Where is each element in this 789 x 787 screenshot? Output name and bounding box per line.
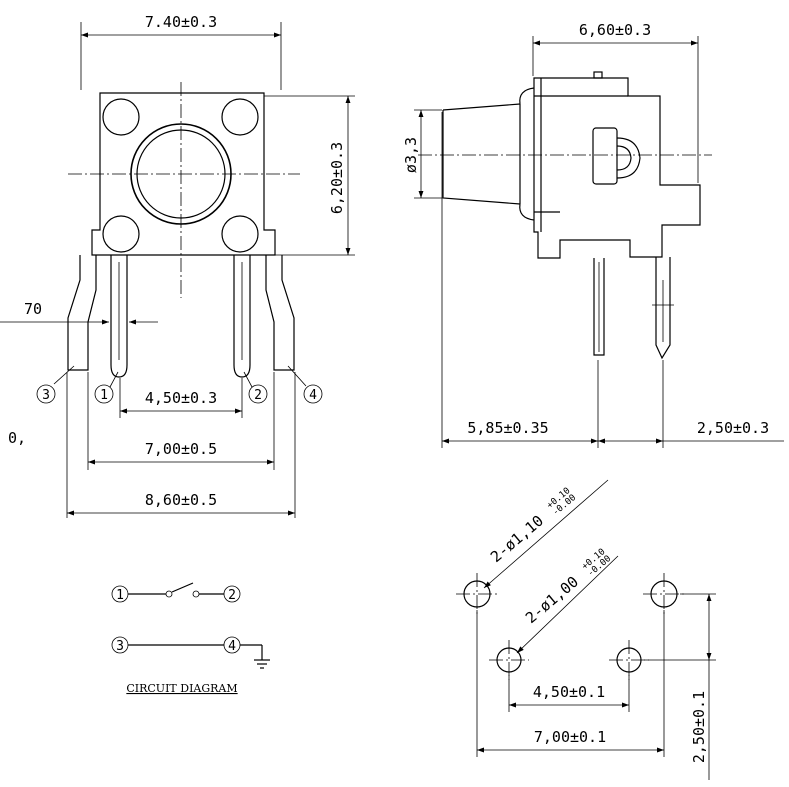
corner-hole-br bbox=[221, 215, 259, 253]
actuator-window bbox=[592, 127, 618, 185]
actuator-spring bbox=[616, 137, 641, 179]
corner-hole-tl bbox=[102, 98, 140, 136]
leader-pin-2 bbox=[243, 371, 253, 388]
corner-hole-tr bbox=[221, 98, 259, 136]
label-hole-small: 2-ø1,00 +0.10 -0.00 bbox=[522, 547, 613, 627]
pin-label-2: 2 bbox=[254, 388, 262, 403]
dim-overall-width: 8,60±0.5 bbox=[145, 491, 217, 509]
stray-label: 0, bbox=[8, 429, 26, 447]
pin-callout-2 bbox=[248, 384, 268, 404]
dim-stem-diameter: ø3,3 bbox=[402, 137, 420, 173]
circuit-caption: CIRCUIT DIAGRAM bbox=[126, 682, 237, 695]
top-bump bbox=[519, 87, 535, 105]
pin-callout-1 bbox=[94, 384, 114, 404]
lead-pin-1 bbox=[110, 255, 128, 378]
pin-label-1: 1 bbox=[100, 388, 108, 403]
pin-callout-3 bbox=[36, 384, 56, 404]
side-lead-left bbox=[593, 258, 605, 356]
circuit-label-4: 4 bbox=[228, 639, 236, 654]
leader-pin-4 bbox=[287, 365, 307, 387]
dim-outer-pitch: 7,00±0.5 bbox=[145, 440, 217, 458]
plunger-stem bbox=[442, 103, 521, 205]
dim-right-offset: 2,50±0.3 bbox=[697, 419, 769, 437]
side-lead-right bbox=[655, 257, 671, 360]
circuit-label-1: 1 bbox=[116, 588, 124, 603]
circuit-node-2 bbox=[223, 585, 241, 603]
pcb-footprint: 2-ø1,10 +0.10 -0.00 2-ø1,00 +0.10 -0.00 … bbox=[456, 479, 716, 780]
footprint-crosshairs bbox=[456, 573, 685, 680]
lead-pin-4 bbox=[265, 255, 295, 371]
dim-depth: 6,60±0.3 bbox=[579, 21, 651, 39]
circuit-label-2: 2 bbox=[228, 588, 236, 603]
leader-hole-small bbox=[516, 555, 619, 654]
switch-contact bbox=[192, 590, 200, 598]
ground-icon bbox=[254, 659, 270, 669]
circuit-label-3: 3 bbox=[116, 639, 124, 654]
side-view: 6,60±0.3 ø3,3 5,85±0.35 2,50±0.3 bbox=[402, 21, 784, 448]
dim-top-width: 7.40±0.3 bbox=[145, 13, 217, 31]
dim-height: 6,20±0.3 bbox=[328, 142, 346, 214]
top-nub bbox=[593, 71, 603, 79]
switch-lever bbox=[171, 582, 194, 593]
corner-hole-bl bbox=[102, 215, 140, 253]
lead-pin-2 bbox=[233, 255, 251, 378]
dim-fp-outer-pitch: 7,00±0.1 bbox=[534, 728, 606, 746]
pin-callout-4 bbox=[303, 384, 323, 404]
dim-left-offset: 5,85±0.35 bbox=[467, 419, 548, 437]
dim-fp-row-offset: 2,50±0.1 bbox=[690, 691, 708, 763]
dim-inner-pitch: 4,50±0.3 bbox=[145, 389, 217, 407]
actuator-spring-inner bbox=[616, 145, 632, 171]
label-hole-large: 2-ø1,10 +0.10 -0.00 bbox=[487, 486, 578, 566]
bottom-bump bbox=[519, 203, 535, 221]
hole-large-text: 2-ø1,10 bbox=[487, 512, 547, 566]
side-housing-outline bbox=[533, 77, 701, 259]
leader-pin-3 bbox=[53, 365, 75, 385]
dim-lead-offset: 70 bbox=[24, 300, 42, 318]
switch-contact bbox=[165, 590, 173, 598]
circuit-diagram: 1 2 3 4 CIRCUIT DIAGRAM bbox=[111, 582, 270, 695]
front-view: 7.40±0.3 6,20±0.3 70 0, 3 1 2 4 4,50±0.3… bbox=[0, 13, 355, 518]
leader-pin-1 bbox=[109, 371, 119, 388]
pin-label-3: 3 bbox=[42, 388, 50, 403]
pin-label-4: 4 bbox=[309, 388, 317, 403]
dim-fp-inner-pitch: 4,50±0.1 bbox=[533, 683, 605, 701]
lead-pin-3 bbox=[67, 255, 97, 371]
leader-hole-large bbox=[483, 479, 609, 589]
